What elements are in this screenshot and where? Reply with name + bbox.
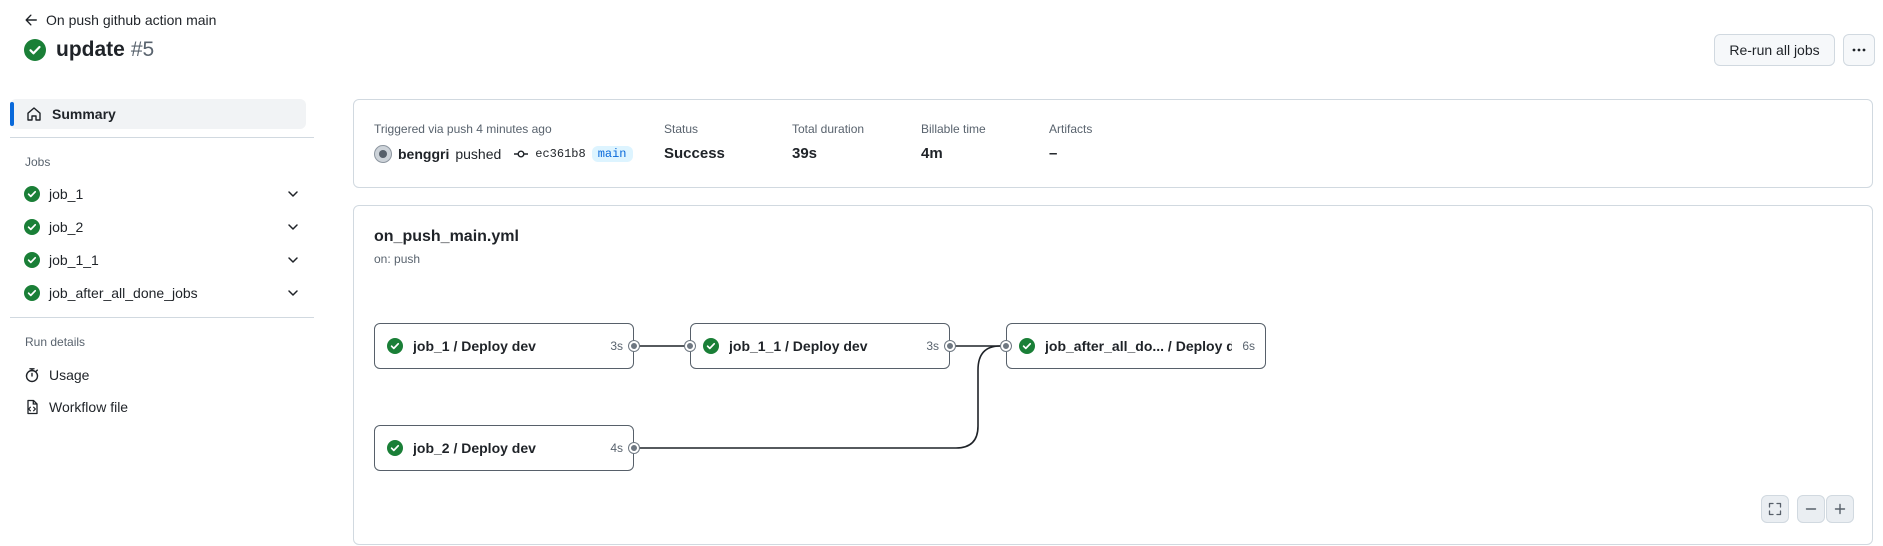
- sidebar-job-item[interactable]: job_1_1: [24, 248, 300, 272]
- sidebar-job-item[interactable]: job_after_all_done_jobs: [24, 281, 300, 305]
- connector-dot: [629, 341, 639, 351]
- sidebar-job-item[interactable]: job_2: [24, 215, 300, 239]
- job-node-duration: 3s: [610, 339, 623, 353]
- graph-job-node[interactable]: job_2 / Deploy dev 4s: [374, 425, 634, 471]
- graph-job-node[interactable]: job_after_all_do... / Deploy dev 6s: [1006, 323, 1266, 369]
- success-check-icon: [24, 285, 40, 301]
- kebab-horizontal-icon: [1852, 48, 1866, 52]
- run-title: update: [56, 38, 125, 61]
- run-details-heading: Run details: [25, 335, 86, 349]
- connector-dot: [1001, 341, 1011, 351]
- success-check-icon: [703, 338, 719, 354]
- connector-dot: [629, 443, 639, 453]
- file-code-icon: [27, 399, 38, 415]
- run-number: #5: [130, 38, 155, 61]
- success-check-icon: [24, 252, 40, 268]
- more-options-button[interactable]: [1843, 34, 1875, 66]
- run-summary-card: [353, 99, 1873, 188]
- home-icon: [27, 107, 41, 121]
- success-check-icon: [387, 440, 403, 456]
- duration-label: Total duration: [792, 122, 865, 136]
- page-title: update#5: [24, 38, 154, 62]
- job-node-duration: 3s: [926, 339, 939, 353]
- success-check-icon: [1019, 338, 1035, 354]
- artifacts-label: Artifacts: [1049, 122, 1093, 136]
- git-commit-icon: [514, 150, 529, 158]
- actor-row: benggri pushed ec361b8 main: [374, 145, 633, 163]
- job-node-duration: 6s: [1242, 339, 1255, 353]
- avatar[interactable]: [374, 145, 392, 163]
- success-check-icon: [24, 39, 46, 61]
- jobs-heading: Jobs: [25, 155, 51, 169]
- push-action: pushed: [455, 146, 502, 162]
- duration-value: 39s: [792, 145, 818, 162]
- workflow-trigger: on: push: [374, 252, 421, 266]
- sidebar-job-label: job_2: [49, 219, 84, 235]
- workflow-file-name: on_push_main.yml: [374, 228, 519, 245]
- back-link-label: On push github action main: [46, 12, 217, 28]
- sidebar-item-label: Usage: [49, 367, 90, 383]
- job-node-name: job_1 / Deploy dev: [413, 338, 536, 354]
- graph-job-node[interactable]: job_1_1 / Deploy dev 3s: [690, 323, 950, 369]
- sidebar-job-item[interactable]: job_1: [24, 182, 300, 206]
- connector-dot: [945, 341, 955, 351]
- commit-sha-link[interactable]: ec361b8: [535, 147, 586, 161]
- chevron-down-icon[interactable]: [286, 187, 300, 201]
- status-value: Success: [664, 145, 725, 162]
- success-check-icon: [387, 338, 403, 354]
- sidebar-item-workflow-file[interactable]: Workflow file: [24, 396, 128, 418]
- job-node-name: job_2 / Deploy dev: [413, 440, 536, 456]
- connector-dot: [685, 341, 695, 351]
- success-check-icon: [24, 219, 40, 235]
- sidebar-item-summary[interactable]: Summary: [10, 99, 306, 129]
- chevron-down-icon[interactable]: [286, 286, 300, 300]
- sidebar-job-label: job_after_all_done_jobs: [49, 285, 198, 301]
- stopwatch-icon: [25, 368, 39, 383]
- billable-value[interactable]: 4m: [921, 145, 943, 162]
- fullscreen-button[interactable]: [1761, 495, 1789, 523]
- success-check-icon: [24, 186, 40, 202]
- divider: [10, 137, 314, 138]
- chevron-down-icon[interactable]: [286, 253, 300, 267]
- actor-name[interactable]: benggri: [398, 146, 450, 162]
- minus-icon: [1805, 508, 1817, 510]
- chevron-down-icon[interactable]: [286, 220, 300, 234]
- job-node-name: job_after_all_do... / Deploy dev: [1045, 338, 1233, 354]
- billable-label: Billable time: [921, 122, 986, 136]
- sidebar-item-usage[interactable]: Usage: [24, 364, 89, 386]
- branch-tag[interactable]: main: [591, 146, 633, 162]
- plus-icon: [1834, 503, 1846, 515]
- fullscreen-icon: [1768, 502, 1782, 516]
- job-node-name: job_1_1 / Deploy dev: [729, 338, 868, 354]
- status-label: Status: [664, 122, 699, 136]
- workflow-graph-card: [353, 205, 1873, 545]
- sidebar-item-label: Summary: [52, 106, 116, 122]
- graph-job-node[interactable]: job_1 / Deploy dev 3s: [374, 323, 634, 369]
- arrow-left-icon: [25, 14, 37, 26]
- rerun-all-jobs-button[interactable]: Re-run all jobs: [1714, 34, 1835, 66]
- trigger-text: Triggered via push 4 minutes ago: [374, 122, 552, 136]
- job-node-duration: 4s: [610, 441, 623, 455]
- sidebar-job-label: job_1: [49, 186, 84, 202]
- zoom-out-button[interactable]: [1797, 495, 1825, 523]
- sidebar-job-label: job_1_1: [49, 252, 99, 268]
- zoom-in-button[interactable]: [1826, 495, 1854, 523]
- artifacts-value: –: [1049, 145, 1058, 162]
- sidebar-item-label: Workflow file: [49, 399, 129, 415]
- divider: [10, 317, 314, 318]
- back-link[interactable]: On push github action main: [24, 12, 216, 28]
